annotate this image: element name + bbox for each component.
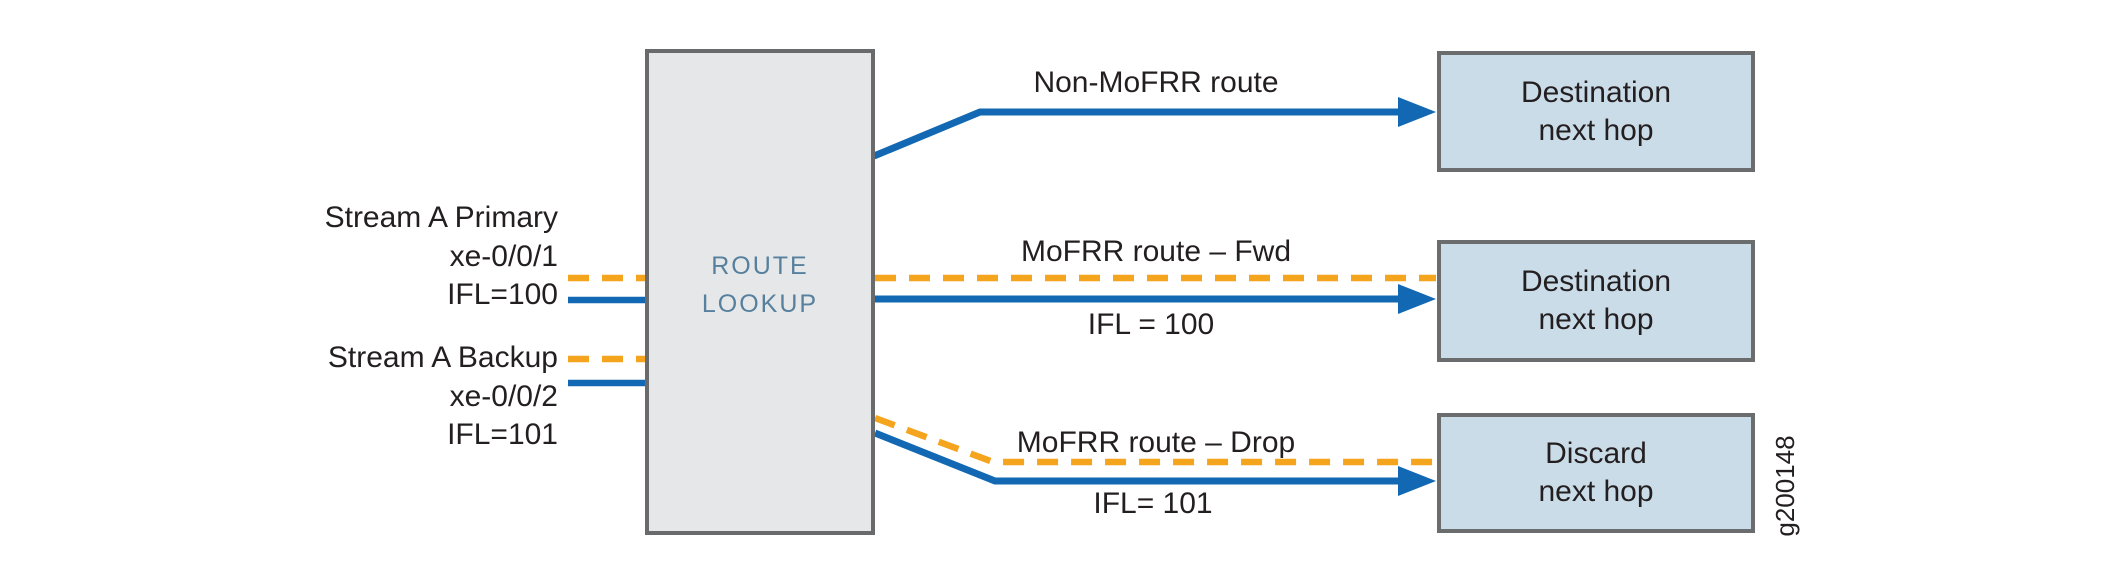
discard-next-hop-box: Discard next hop xyxy=(1437,413,1755,533)
destination-next-hop-label-2: Destination next hop xyxy=(1520,265,1672,336)
mofrr-drop-orange-dashed-line xyxy=(873,414,1436,466)
mofrr-fwd-arrowhead-icon xyxy=(1398,284,1436,314)
stream-a-primary-labels: Stream A Primary xe-0/0/1 IFL=100 xyxy=(325,199,558,315)
mofrr-drop-blue-line xyxy=(873,429,1402,485)
stream-a-primary-name: Stream A Primary xyxy=(324,201,558,234)
mofrr-fwd-ifl-label: IFL = 100 xyxy=(1087,308,1215,341)
mofrr-drop-ifl-label: IFL= 101 xyxy=(1093,487,1213,520)
route-lookup-box: ROUTE LOOKUP xyxy=(645,49,875,535)
stream-a-primary-ifl: IFL=100 xyxy=(447,278,558,311)
stream-a-backup-ifl: IFL=101 xyxy=(447,418,558,451)
non-mofrr-route-label: Non-MoFRR route xyxy=(1033,66,1279,99)
destination-next-hop-box-1: Destination next hop xyxy=(1437,51,1755,172)
mofrr-drop-arrowhead-icon xyxy=(1398,466,1436,496)
non-mofrr-arrowhead-icon xyxy=(1398,97,1436,127)
mofrr-drop-route-label: MoFRR route – Drop xyxy=(1016,426,1296,459)
stream-a-primary-interface: xe-0/0/1 xyxy=(449,239,558,273)
stream-a-backup-labels: Stream A Backup xe-0/0/2 IFL=101 xyxy=(328,339,558,455)
non-mofrr-route-line xyxy=(872,108,1402,160)
destination-next-hop-label-1: Destination next hop xyxy=(1520,75,1672,147)
mofrr-fwd-route-label: MoFRR route – Fwd xyxy=(1020,235,1292,268)
route-lookup-label: ROUTE LOOKUP xyxy=(701,252,819,318)
stream-a-backup-name: Stream A Backup xyxy=(327,341,558,374)
figure-id: g200148 xyxy=(1770,435,1800,537)
discard-next-hop-label: Discard next hop xyxy=(1538,437,1654,508)
stream-a-backup-interface: xe-0/0/2 xyxy=(449,379,558,413)
destination-next-hop-box-2: Destination next hop xyxy=(1437,240,1755,362)
